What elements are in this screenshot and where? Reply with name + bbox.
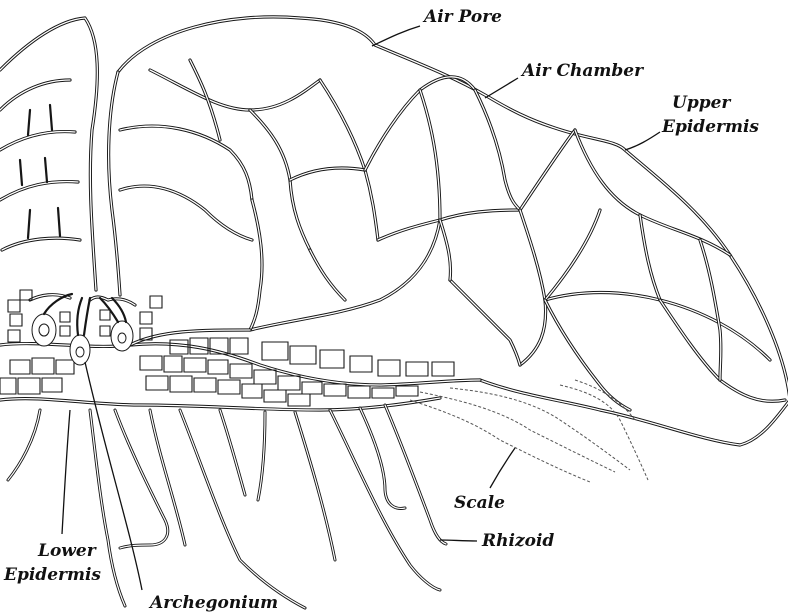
label-upper: Upper: [672, 93, 731, 113]
label-upper-epidermis: Epidermis: [661, 117, 759, 137]
archegonium-right: [100, 298, 133, 351]
air-pore-leader: [372, 26, 420, 46]
label-air-pore: Air Pore: [422, 7, 502, 27]
label-scale: Scale: [454, 493, 505, 513]
label-rhizoid: Rhizoid: [481, 531, 554, 551]
scale-leader: [490, 448, 515, 488]
lower-epidermis-leader: [62, 410, 70, 534]
air-chamber-leader: [485, 78, 518, 98]
left-lobe-outline: [0, 18, 97, 290]
label-archegonium: Archegonium: [148, 593, 278, 613]
label-lower: Lower: [37, 541, 97, 561]
label-lower-epidermis: Epidermis: [3, 565, 101, 585]
archegonium-center: [70, 298, 90, 365]
archegonia-cluster: [8, 290, 162, 365]
archegonium-left: [32, 294, 72, 346]
labels: Air Pore Air Chamber Upper Epidermis Sca…: [3, 7, 759, 613]
label-air-chamber: Air Chamber: [520, 61, 644, 81]
upper-epidermis-leader: [625, 132, 660, 150]
rhizoid-leader: [440, 540, 477, 541]
central-groove-wall: [109, 72, 120, 295]
